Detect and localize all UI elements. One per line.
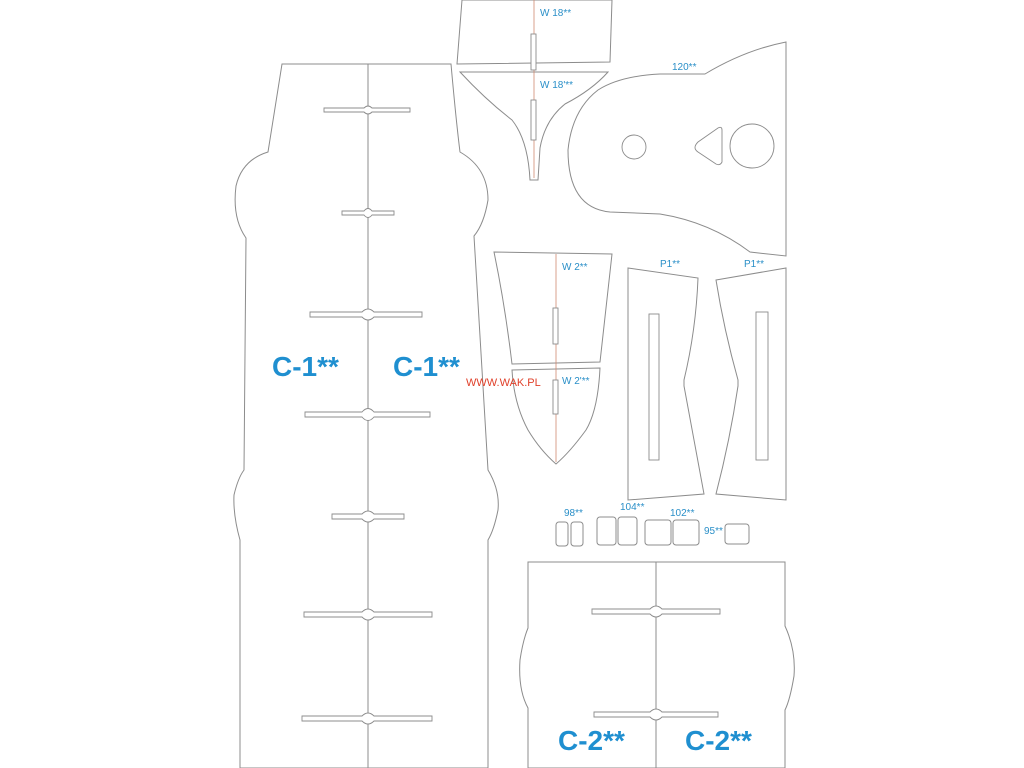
part-w2: W 2** W 2'** [493, 251, 613, 465]
label-c1-left: C-1** [272, 351, 339, 382]
small-parts: 98** 104** 102** 95** [555, 502, 750, 547]
part-98-a [555, 521, 569, 547]
part-p1-left-outline [627, 267, 705, 501]
part-104-b [617, 516, 638, 546]
part-w18: W 18** W 18'** [456, 0, 613, 181]
part-95 [724, 523, 750, 545]
part-120-hole-small [621, 134, 647, 160]
watermark: WWW.WAK.PL [466, 377, 541, 389]
label-p1-left: P1** [660, 259, 680, 270]
part-p1-right: P1** [715, 259, 787, 501]
label-p1-right: P1** [744, 259, 764, 270]
label-95: 95** [704, 526, 723, 537]
part-102-b [672, 519, 700, 546]
part-102-a [644, 519, 672, 546]
label-98: 98** [564, 508, 583, 519]
label-w2: W 2** [562, 262, 588, 273]
label-c1-right: C-1** [393, 351, 460, 382]
c1-rib-slots [301, 105, 433, 725]
part-c1-right-outline [367, 63, 499, 768]
label-104: 104** [620, 502, 645, 513]
part-120-hole-large [729, 123, 775, 169]
part-c2: C-2** C-2** [519, 561, 795, 768]
part-w18-outline [456, 0, 613, 65]
part-120-hole-triangle [694, 126, 723, 166]
part-120: 120** [567, 41, 787, 257]
label-c2-right: C-2** [685, 725, 752, 756]
part-120-outline [567, 41, 787, 257]
label-102: 102** [670, 508, 695, 519]
part-p1-left: P1** [627, 259, 705, 501]
c2-rib-slots [591, 605, 721, 721]
part-98-b [570, 521, 584, 547]
part-c1: C-1** C-1** [233, 63, 499, 768]
part-p1-right-outline [715, 267, 787, 501]
part-104-a [596, 516, 617, 546]
label-c2-left: C-2** [558, 725, 625, 756]
label-120: 120** [672, 62, 697, 73]
label-w18: W 18** [540, 8, 571, 19]
part-c1-left-outline [233, 63, 369, 768]
label-w2-prime: W 2'** [562, 376, 590, 387]
label-w18-prime: W 18'** [540, 80, 573, 91]
